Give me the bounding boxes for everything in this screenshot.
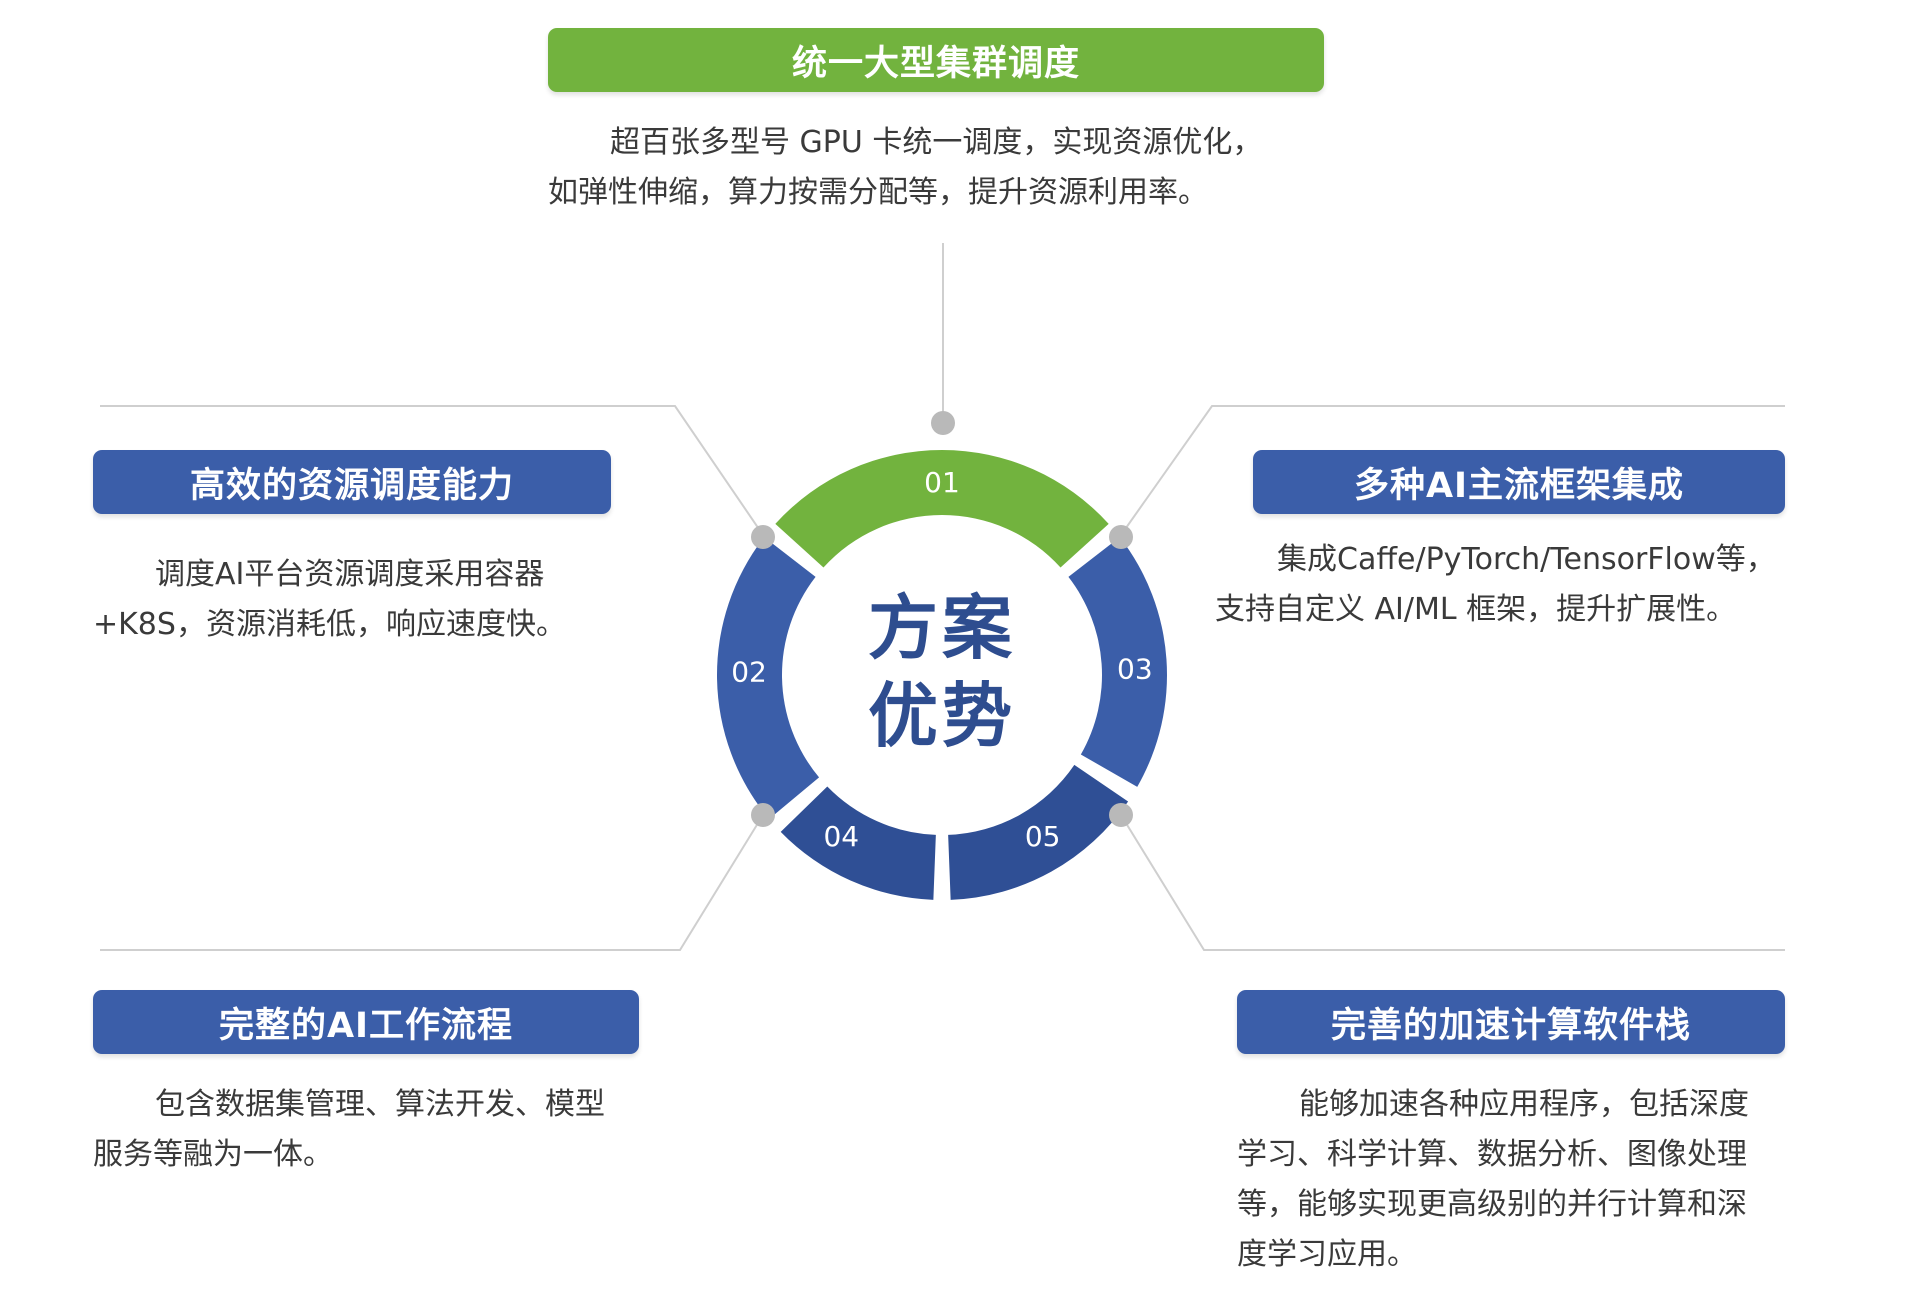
advantage-desc-3-line-2: 支持自定义 AI/ML 框架，提升扩展性。 xyxy=(1215,592,1737,627)
ring-segment-4 xyxy=(780,786,936,900)
ring-segment-5-number: 05 xyxy=(1025,820,1061,853)
advantage-title-3: 多种AI主流框架集成 xyxy=(1253,450,1785,514)
connector-lines xyxy=(100,243,1785,951)
dot-left-upper xyxy=(751,525,775,549)
connector-left-lower xyxy=(100,814,764,951)
ring-segment-4-number: 04 xyxy=(823,820,859,853)
dot-right-upper xyxy=(1109,525,1133,549)
ring: 01 02 03 04 05 xyxy=(717,450,1167,900)
advantage-desc-5-line-1: 能够加速各种应用程序，包括深度 xyxy=(1299,1087,1749,1122)
center-title-line1: 方案 xyxy=(868,587,1016,669)
advantage-desc-1-line-1: 超百张多型号 GPU 卡统一调度，实现资源优化， xyxy=(610,125,1263,160)
ring-segment-5 xyxy=(948,764,1129,900)
dot-right-lower xyxy=(1109,803,1133,827)
ring-segment-3 xyxy=(1068,537,1167,787)
advantage-desc-1: 超百张多型号 GPU 卡统一调度，实现资源优化， 如弹性伸缩，算力按需分配等，提… xyxy=(548,118,1262,218)
advantage-desc-3-line-1: 集成Caffe/PyTorch/TensorFlow等， xyxy=(1277,542,1776,577)
advantage-desc-2: 调度AI平台资源调度采用容器 +K8S，资源消耗低，响应速度快。 xyxy=(93,550,566,650)
advantage-desc-4: 包含数据集管理、算法开发、模型 服务等融为一体。 xyxy=(93,1080,605,1180)
advantage-desc-5: 能够加速各种应用程序，包括深度 学习、科学计算、数据分析、图像处理 等，能够实现… xyxy=(1237,1080,1749,1280)
dot-top xyxy=(931,411,955,435)
ring-segment-1-number: 01 xyxy=(924,466,960,499)
advantage-desc-2-line-1: 调度AI平台资源调度采用容器 xyxy=(155,557,545,592)
advantage-desc-4-line-2: 服务等融为一体。 xyxy=(93,1137,333,1172)
connector-right-upper xyxy=(1120,405,1785,536)
dot-left-lower xyxy=(751,803,775,827)
connector-left-upper xyxy=(100,405,764,536)
ring-segment-3-number: 03 xyxy=(1117,652,1153,685)
advantage-title-4: 完整的AI工作流程 xyxy=(93,990,639,1054)
advantage-desc-5-line-3: 等，能够实现更高级别的并行计算和深 xyxy=(1237,1187,1747,1222)
advantage-desc-5-line-2: 学习、科学计算、数据分析、图像处理 xyxy=(1237,1137,1747,1172)
advantage-desc-1-line-2: 如弹性伸缩，算力按需分配等，提升资源利用率。 xyxy=(548,175,1208,210)
advantage-title-2: 高效的资源调度能力 xyxy=(93,450,611,514)
ring-segment-2-number: 02 xyxy=(731,656,767,689)
ring-segment-1 xyxy=(775,450,1109,568)
connector-dots xyxy=(751,411,1133,827)
center-title-line2: 优势 xyxy=(868,675,1016,757)
advantage-desc-3: 集成Caffe/PyTorch/TensorFlow等， 支持自定义 AI/ML… xyxy=(1215,535,1776,635)
advantage-desc-2-line-2: +K8S，资源消耗低，响应速度快。 xyxy=(93,607,566,642)
advantage-desc-4-line-1: 包含数据集管理、算法开发、模型 xyxy=(155,1087,605,1122)
advantage-title-1: 统一大型集群调度 xyxy=(548,28,1324,92)
connector-right-lower xyxy=(1120,814,1785,951)
advantage-desc-5-line-4: 度学习应用。 xyxy=(1237,1237,1417,1272)
ring-segment-2 xyxy=(717,537,820,820)
advantage-title-5: 完善的加速计算软件栈 xyxy=(1237,990,1785,1054)
